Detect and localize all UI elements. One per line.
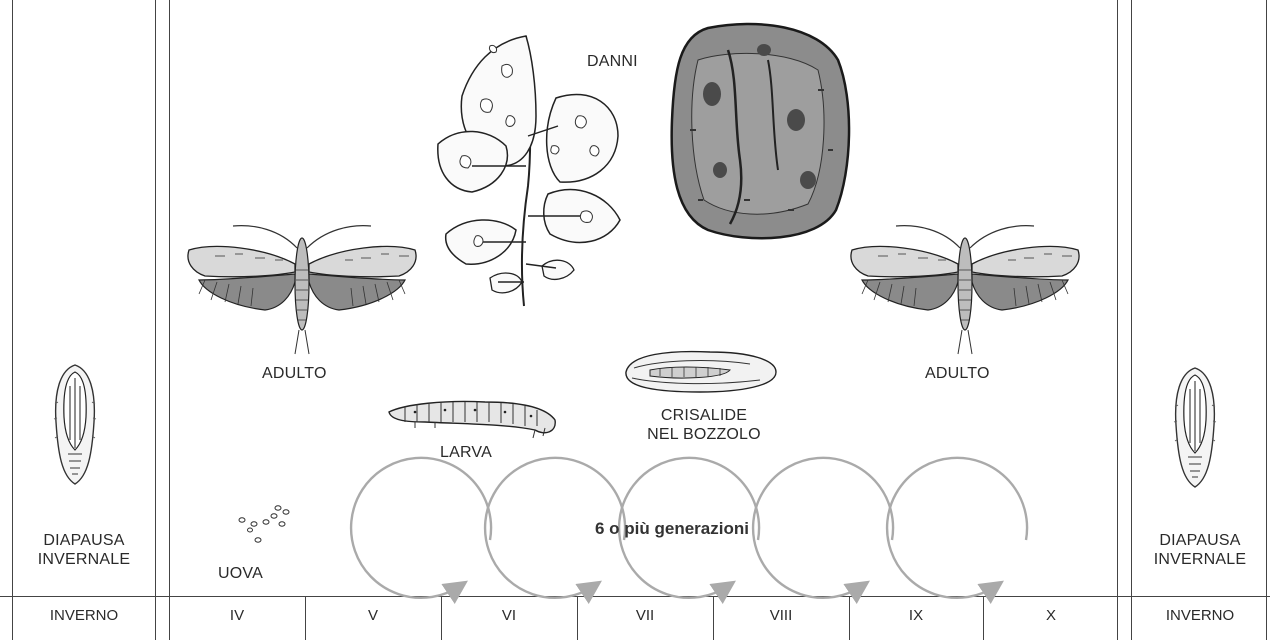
cycle-arrow-icon [887, 458, 1027, 598]
cycle-arrow-icon [753, 458, 893, 598]
generations-label: 6 o più generazioni [595, 519, 749, 539]
cycle-arrow-icon [351, 458, 491, 598]
